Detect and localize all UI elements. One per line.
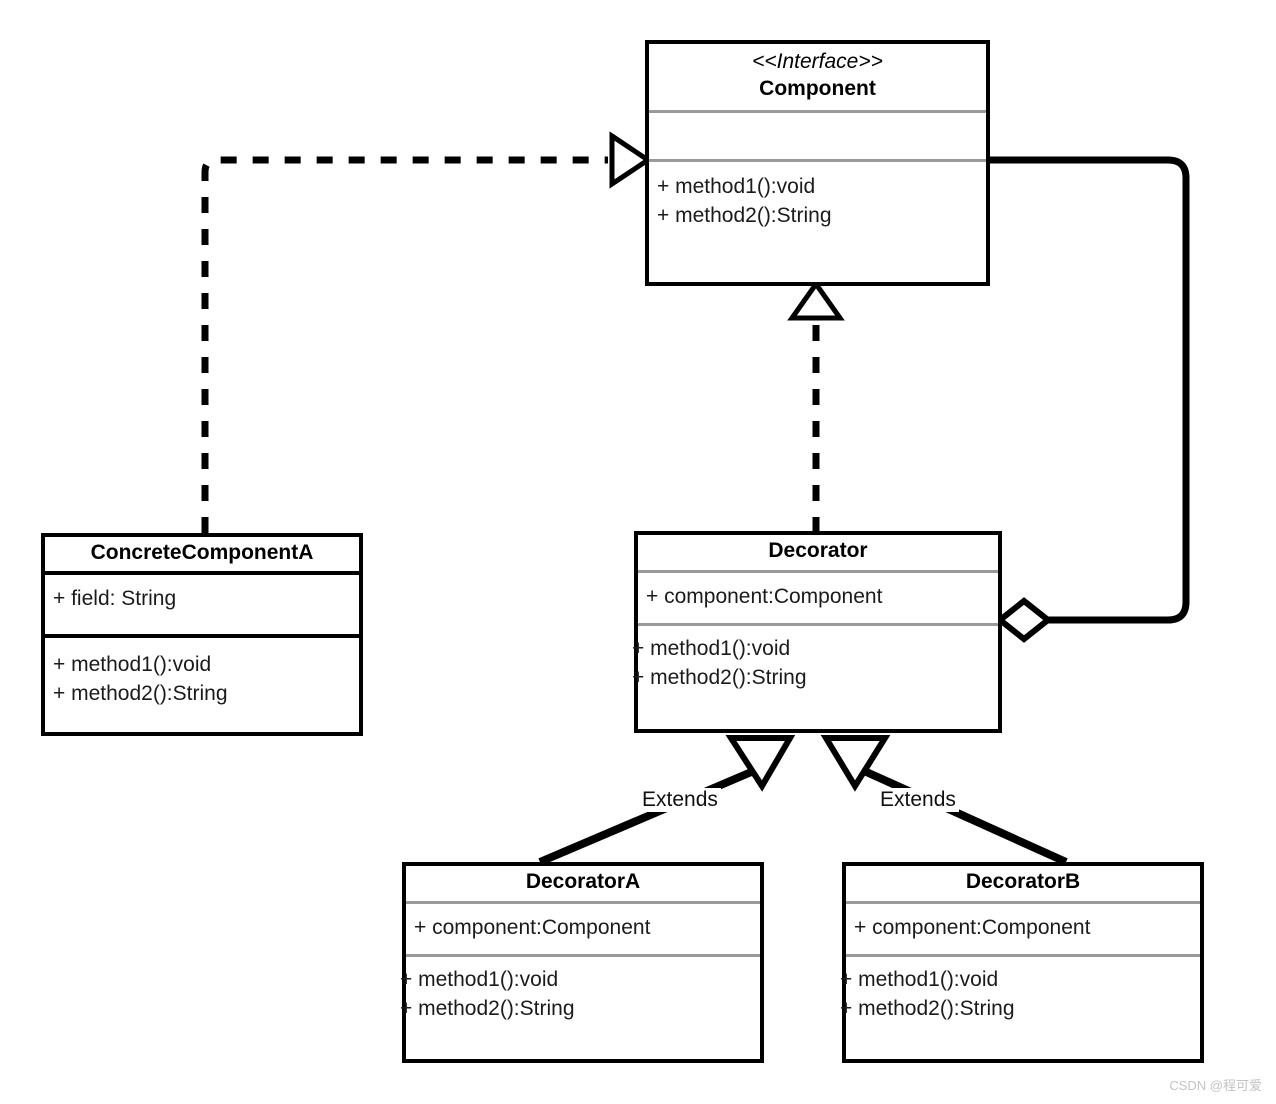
dashed-line-concrete-to-component bbox=[201, 156, 608, 533]
class-methods-concrete-component-a: + method1():void + method2():String bbox=[45, 638, 359, 720]
edge-realization-concrete-component-a[interactable] bbox=[201, 131, 653, 533]
class-fields-decorator: + component:Component bbox=[638, 573, 998, 623]
method-row: + method2():String bbox=[632, 666, 807, 690]
edge-label-extends-right: Extends bbox=[877, 788, 959, 812]
class-fields-concrete-component-a: + field: String bbox=[45, 575, 359, 634]
section-separator bbox=[638, 569, 998, 573]
section-separator bbox=[406, 900, 760, 904]
hollow-diamond-icon bbox=[995, 597, 1053, 643]
field-row: + component:Component bbox=[646, 584, 883, 608]
method-row: + method1():void bbox=[840, 967, 999, 991]
method-row: + method1():void bbox=[400, 967, 559, 991]
class-title-decorator-b: DecoratorB bbox=[846, 866, 1200, 901]
solid-line-extends-b bbox=[860, 766, 1068, 866]
class-name-decorator-b: DecoratorB bbox=[965, 870, 1081, 893]
class-box-decorator-a[interactable]: DecoratorA + component:Component + metho… bbox=[400, 862, 764, 1063]
class-fields-component bbox=[649, 113, 986, 159]
method-row: + method1():void bbox=[632, 636, 791, 660]
hollow-triangle-arrow-icon bbox=[609, 131, 653, 189]
class-box-component[interactable]: <<Interface>> Component + method1():void… bbox=[645, 40, 990, 286]
method-row: + method2():String bbox=[840, 997, 1015, 1021]
class-box-concrete-component-a[interactable]: ConcreteComponentA + field: String + met… bbox=[41, 533, 363, 736]
class-fields-decorator-a: + component:Component bbox=[406, 904, 760, 954]
class-methods-decorator: + method1():void + method2():String bbox=[632, 626, 998, 704]
method-row: + method1():void bbox=[53, 652, 212, 676]
class-box-decorator[interactable]: Decorator + component:Component + method… bbox=[632, 531, 1002, 733]
solid-line-extends-a bbox=[538, 766, 758, 866]
hollow-triangle-arrow-icon bbox=[820, 735, 891, 792]
section-separator bbox=[846, 900, 1200, 904]
class-name-component: Component bbox=[759, 76, 876, 100]
class-name-concrete-component-a: ConcreteComponentA bbox=[90, 541, 314, 564]
class-name-decorator: Decorator bbox=[768, 539, 868, 562]
field-row: + field: String bbox=[53, 586, 177, 610]
class-fields-decorator-b: + component:Component bbox=[846, 904, 1200, 954]
class-box-decorator-b[interactable]: DecoratorB + component:Component + metho… bbox=[840, 862, 1204, 1063]
section-separator bbox=[406, 953, 760, 957]
section-separator bbox=[45, 570, 359, 575]
section-separator bbox=[649, 158, 986, 162]
class-methods-component: + method1():void + method2():String bbox=[649, 162, 986, 242]
edge-realization-decorator[interactable] bbox=[787, 279, 845, 533]
edge-aggregation-decorator-component[interactable] bbox=[990, 156, 1190, 643]
solid-line-aggregation bbox=[990, 156, 1190, 624]
class-title-concrete-component-a: ConcreteComponentA bbox=[45, 537, 359, 571]
class-title-decorator: Decorator bbox=[638, 535, 998, 570]
field-row: + component:Component bbox=[414, 915, 651, 939]
edge-label-extends-left: Extends bbox=[639, 788, 721, 812]
method-row: + method2():String bbox=[53, 682, 228, 706]
field-row: + component:Component bbox=[854, 915, 1091, 939]
class-stereotype-component: <<Interface>> bbox=[752, 50, 883, 73]
watermark: CSDN @程可爱 bbox=[1169, 1078, 1262, 1093]
class-methods-decorator-a: + method1():void + method2():String bbox=[400, 957, 760, 1035]
section-separator bbox=[846, 953, 1200, 957]
class-methods-decorator-b: + method1():void + method2():String bbox=[840, 957, 1200, 1035]
section-separator bbox=[638, 622, 998, 626]
class-title-component: <<Interface>> Component bbox=[649, 44, 986, 110]
class-name-decorator-a: DecoratorA bbox=[525, 870, 641, 893]
class-title-decorator-a: DecoratorA bbox=[406, 866, 760, 901]
method-row: + method1():void bbox=[657, 174, 816, 198]
hollow-triangle-arrow-icon bbox=[725, 735, 796, 792]
hollow-triangle-arrow-icon bbox=[787, 279, 845, 321]
method-row: + method2():String bbox=[657, 204, 832, 228]
section-separator bbox=[649, 109, 986, 113]
section-separator bbox=[45, 633, 359, 638]
method-row: + method2():String bbox=[400, 997, 575, 1021]
